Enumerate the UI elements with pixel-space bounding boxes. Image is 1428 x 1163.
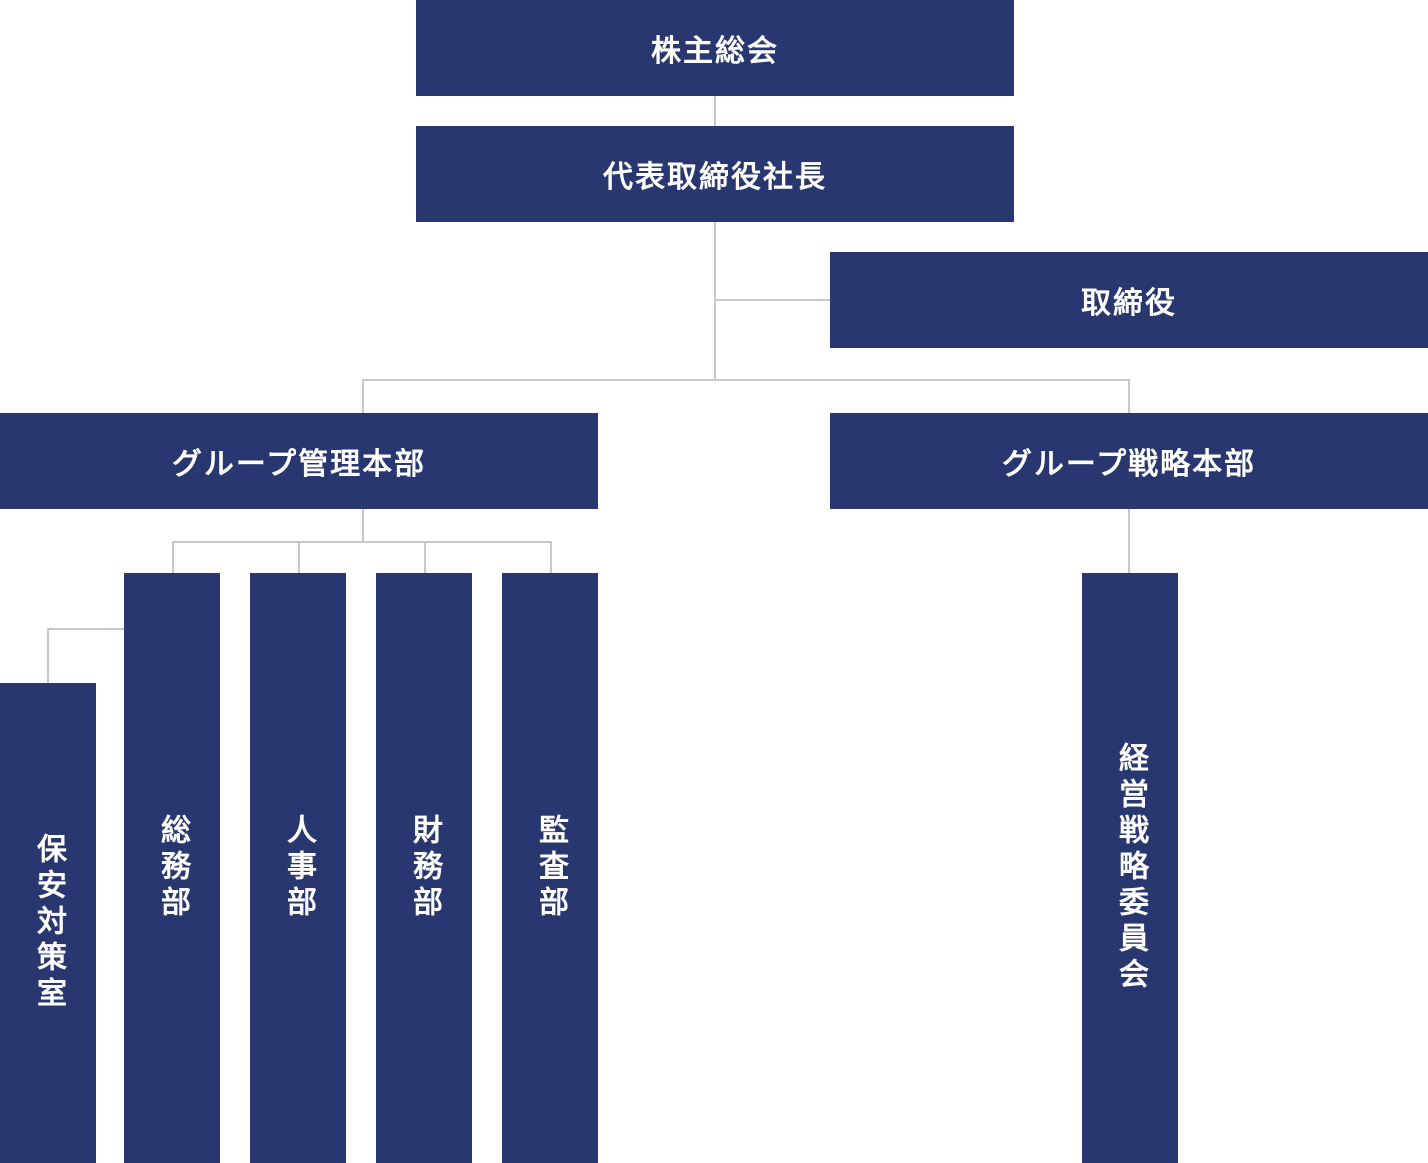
connector-to-security-office [47, 628, 49, 683]
group-admin-hq-label: グループ管理本部 [171, 447, 427, 482]
audit-box: 監査部 [502, 573, 598, 1163]
president-box: 代表取締役社長 [416, 126, 1014, 222]
connector-to-audit [550, 541, 552, 573]
group-strategy-hq-box: グループ戦略本部 [830, 413, 1428, 509]
general-affairs-label: 総務部 [155, 814, 190, 922]
shareholders-meeting-label: 株主総会 [651, 34, 779, 69]
finance-box: 財務部 [376, 573, 472, 1163]
connector-dept-bar [172, 541, 552, 543]
connector-shareholders-president [714, 96, 716, 126]
directors-box: 取締役 [830, 252, 1428, 348]
connector-hq-bar [362, 379, 1130, 381]
group-admin-hq-box: グループ管理本部 [0, 413, 598, 509]
connector-trunk-directors [714, 299, 830, 301]
connector-strategy-hq-committee [1128, 509, 1130, 573]
connector-to-human-resources [298, 541, 300, 573]
security-office-label: 保安対策室 [31, 833, 66, 1013]
shareholders-meeting-box: 株主総会 [416, 0, 1014, 96]
finance-label: 財務部 [407, 814, 442, 922]
connector-to-general-affairs [172, 541, 174, 573]
directors-label: 取締役 [1081, 286, 1177, 321]
connector-to-finance [424, 541, 426, 573]
connector-admin-hq-down [362, 509, 364, 542]
president-label: 代表取締役社長 [603, 160, 827, 195]
audit-label: 監査部 [533, 814, 568, 922]
security-office-box: 保安対策室 [0, 683, 96, 1163]
connector-general-affairs-security [47, 628, 124, 630]
strategy-committee-label: 経営戦略委員会 [1113, 742, 1148, 994]
human-resources-box: 人事部 [250, 573, 346, 1163]
connector-president-trunk [714, 222, 716, 381]
connector-to-admin-hq [362, 379, 364, 413]
human-resources-label: 人事部 [281, 814, 316, 922]
general-affairs-box: 総務部 [124, 573, 220, 1163]
strategy-committee-box: 経営戦略委員会 [1082, 573, 1178, 1163]
group-strategy-hq-label: グループ戦略本部 [1001, 447, 1257, 482]
connector-to-strategy-hq [1128, 379, 1130, 413]
